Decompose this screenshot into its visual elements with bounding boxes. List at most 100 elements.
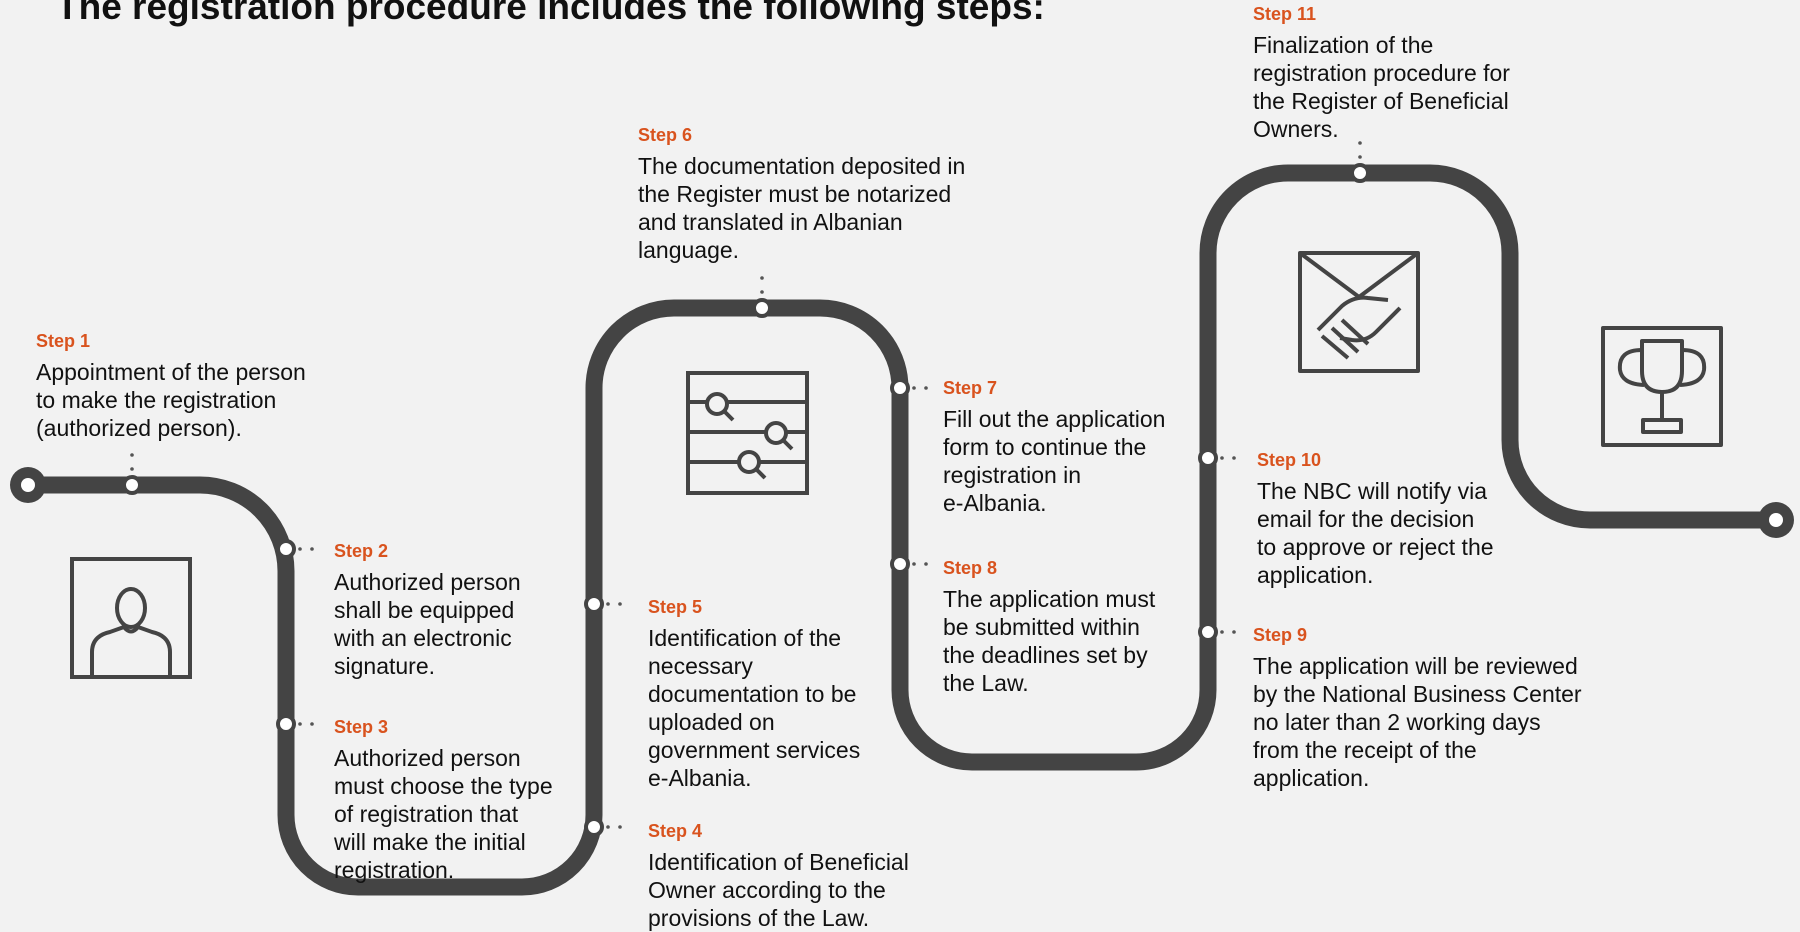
step-3-connector-dot xyxy=(298,722,302,726)
step-3-label: Step 3 xyxy=(334,717,389,737)
step-4-description-line: provisions of the Law. xyxy=(648,905,870,931)
step-8-connector-dot xyxy=(924,562,928,566)
step-8-description-line: the Law. xyxy=(943,670,1029,696)
step-10-label: Step 10 xyxy=(1257,450,1322,470)
step-7-marker xyxy=(890,378,910,398)
step-11-connector-dot xyxy=(1358,155,1362,159)
step-3-connector-dot xyxy=(310,722,314,726)
step-9-connector-dot xyxy=(1220,630,1224,634)
step-7-description-line: form to continue the xyxy=(943,434,1147,460)
step-5-description-line: Identification of the xyxy=(648,625,842,651)
step-10-connector-dot xyxy=(1220,456,1224,460)
step-9-description-line: from the receipt of the xyxy=(1253,737,1477,763)
step-5-description-line: government services xyxy=(648,737,861,763)
step-8-description-line: the deadlines set by xyxy=(943,642,1148,668)
step-8-marker xyxy=(890,554,910,574)
step-11-description-line: Finalization of the xyxy=(1253,32,1434,58)
step-2-connector-dot xyxy=(310,547,314,551)
trophy-icon xyxy=(1601,326,1723,447)
step-1-connector-dot xyxy=(130,453,134,457)
person-icon xyxy=(70,557,192,679)
step-11-description-line: the Register of Beneficial xyxy=(1253,88,1509,114)
step-7-connector-dot xyxy=(924,386,928,390)
step-9-description-line: by the National Business Center xyxy=(1253,681,1582,707)
document-search-icon xyxy=(686,371,809,495)
handshake-icon xyxy=(1298,251,1420,373)
step-2-description-line: signature. xyxy=(334,653,436,679)
step-8-description-line: be submitted within xyxy=(943,614,1140,640)
step-6-marker xyxy=(752,298,772,318)
page-title: The registration procedure includes the … xyxy=(56,0,1045,27)
step-10-description-line: email for the decision xyxy=(1257,506,1475,532)
step-6-description-line: the Register must be notarized xyxy=(638,181,952,207)
step-1-label: Step 1 xyxy=(36,331,91,351)
step-5-description-line: necessary xyxy=(648,653,753,679)
step-4-connector-dot xyxy=(618,825,622,829)
step-7-description-line: e-Albania. xyxy=(943,490,1047,516)
step-4-description-line: Identification of Beneficial xyxy=(648,849,909,875)
step-10-description-line: application. xyxy=(1257,562,1374,588)
step-7-description-line: registration in xyxy=(943,462,1082,488)
step-9-label: Step 9 xyxy=(1253,625,1308,645)
step-9-marker xyxy=(1198,622,1218,642)
step-4-description-line: Owner according to the xyxy=(648,877,886,903)
path-start-cap-hole xyxy=(21,478,35,492)
step-7-description-line: Fill out the application xyxy=(943,406,1166,432)
step-11-label: Step 11 xyxy=(1253,4,1317,24)
step-5-connector-dot xyxy=(618,602,622,606)
step-1-marker xyxy=(122,475,142,495)
step-3-description-line: will make the initial xyxy=(334,829,526,855)
step-8-connector-dot xyxy=(912,562,916,566)
path-end-cap-hole xyxy=(1769,513,1783,527)
step-10-connector-dot xyxy=(1232,456,1236,460)
step-1-connector-dot xyxy=(130,467,134,471)
step-8-label: Step 8 xyxy=(943,558,998,578)
step-10-description-line: The NBC will notify via xyxy=(1257,478,1488,504)
step-9-description-line: no later than 2 working days xyxy=(1253,709,1541,735)
step-11-connector-dot xyxy=(1358,141,1362,145)
step-10-marker xyxy=(1198,448,1218,468)
step-6-description-line: and translated in Albanian xyxy=(638,209,903,235)
step-3-description-line: registration. xyxy=(334,857,455,883)
step-6-connector-dot xyxy=(760,276,764,280)
step-11-description-line: registration procedure for xyxy=(1253,60,1510,86)
step-9-connector-dot xyxy=(1232,630,1236,634)
step-3-description-line: of registration that xyxy=(334,801,519,827)
step-2-description-line: Authorized person xyxy=(334,569,521,595)
step-3-description-line: Authorized person xyxy=(334,745,521,771)
step-4-label: Step 4 xyxy=(648,821,703,841)
step-4-connector-dot xyxy=(606,825,610,829)
step-5-connector-dot xyxy=(606,602,610,606)
step-markers xyxy=(122,141,1370,837)
step-11-description-line: Owners. xyxy=(1253,116,1339,142)
step-5-description-line: documentation to be xyxy=(648,681,857,707)
step-2-description-line: shall be equipped xyxy=(334,597,515,623)
step-2-description-line: with an electronic xyxy=(334,625,512,651)
step-7-connector-dot xyxy=(912,386,916,390)
step-3-description-line: must choose the type xyxy=(334,773,553,799)
step-9-description-line: application. xyxy=(1253,765,1370,791)
